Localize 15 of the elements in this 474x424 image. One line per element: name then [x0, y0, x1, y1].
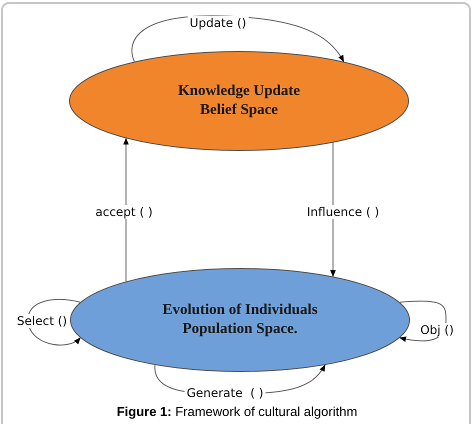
node-label: Evolution of Individuals Population Space. [161, 301, 319, 339]
edge-label: Select () [14, 314, 70, 328]
ellipse-node [69, 51, 409, 151]
arrow [131, 16, 344, 62]
arrow [28, 299, 81, 346]
arrow [330, 142, 336, 278]
edge-label: Obj () [418, 323, 456, 337]
figure-caption: Figure 1: Framework of cultural algorithm [116, 404, 358, 419]
arrow [123, 138, 129, 282]
node-label: Knowledge Update Belief Space [176, 82, 302, 120]
arrow [399, 300, 446, 342]
ellipse-node [70, 268, 410, 372]
edge-label: Update () [188, 16, 248, 30]
edge-label: Generate ( ) [184, 386, 266, 400]
edge-label: accept ( ) [93, 205, 155, 219]
